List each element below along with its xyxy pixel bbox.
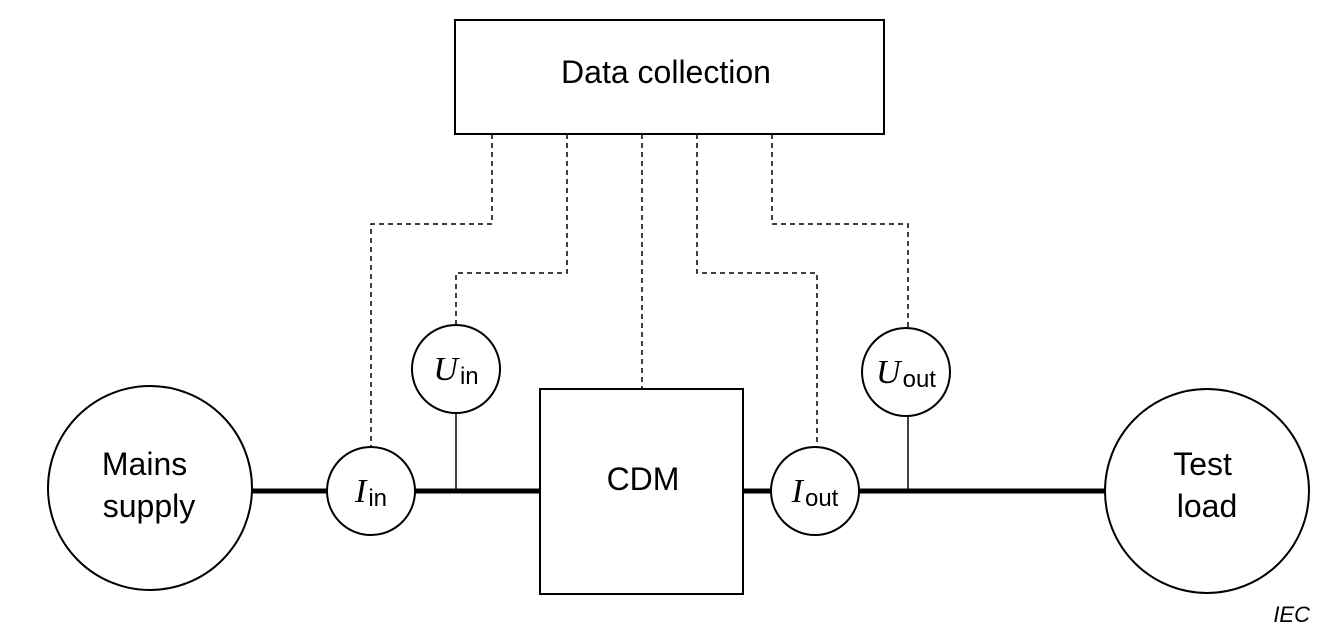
i-out-meter-circle: [770, 446, 860, 536]
test-load-line-2: load: [1177, 488, 1238, 524]
signal-line-u-in: [455, 134, 568, 325]
u-in-meter-label: Uin: [433, 351, 478, 390]
i-out-subscript: out: [805, 485, 839, 512]
test-load-line-1: Test: [1173, 446, 1232, 482]
i-in-meter-circle: [326, 446, 416, 536]
u-in-meter-circle: [411, 324, 501, 414]
mains-supply-circle: [47, 385, 253, 591]
mains-supply-line-1: Mains: [102, 446, 187, 482]
u-in-symbol: U: [433, 351, 460, 388]
test-load-label: Test load: [1173, 446, 1241, 524]
u-out-meter-label: Uout: [876, 354, 936, 393]
data-collection-label: Data collection: [561, 54, 771, 90]
mains-supply-label: Mains supply: [102, 446, 196, 524]
iec-watermark: IEC: [1273, 602, 1310, 627]
i-out-meter-label: Iout: [791, 473, 839, 512]
u-in-subscript: in: [460, 363, 479, 390]
test-load-circle: [1104, 388, 1310, 594]
signal-line-u-out: [771, 134, 909, 328]
i-in-symbol: I: [354, 473, 368, 510]
mains-supply-line-2: supply: [103, 488, 196, 524]
u-out-subscript: out: [903, 366, 937, 393]
cdm-label: CDM: [607, 461, 680, 497]
i-in-subscript: in: [368, 485, 387, 512]
cdm-box: [539, 388, 744, 595]
u-out-symbol: U: [876, 354, 903, 391]
signal-line-i-out: [696, 134, 818, 447]
u-out-meter-circle: [861, 327, 951, 417]
signal-line-i-in: [370, 134, 493, 448]
i-out-symbol: I: [791, 473, 805, 510]
data-collection-box: [454, 19, 885, 135]
i-in-meter-label: Iin: [354, 473, 387, 512]
